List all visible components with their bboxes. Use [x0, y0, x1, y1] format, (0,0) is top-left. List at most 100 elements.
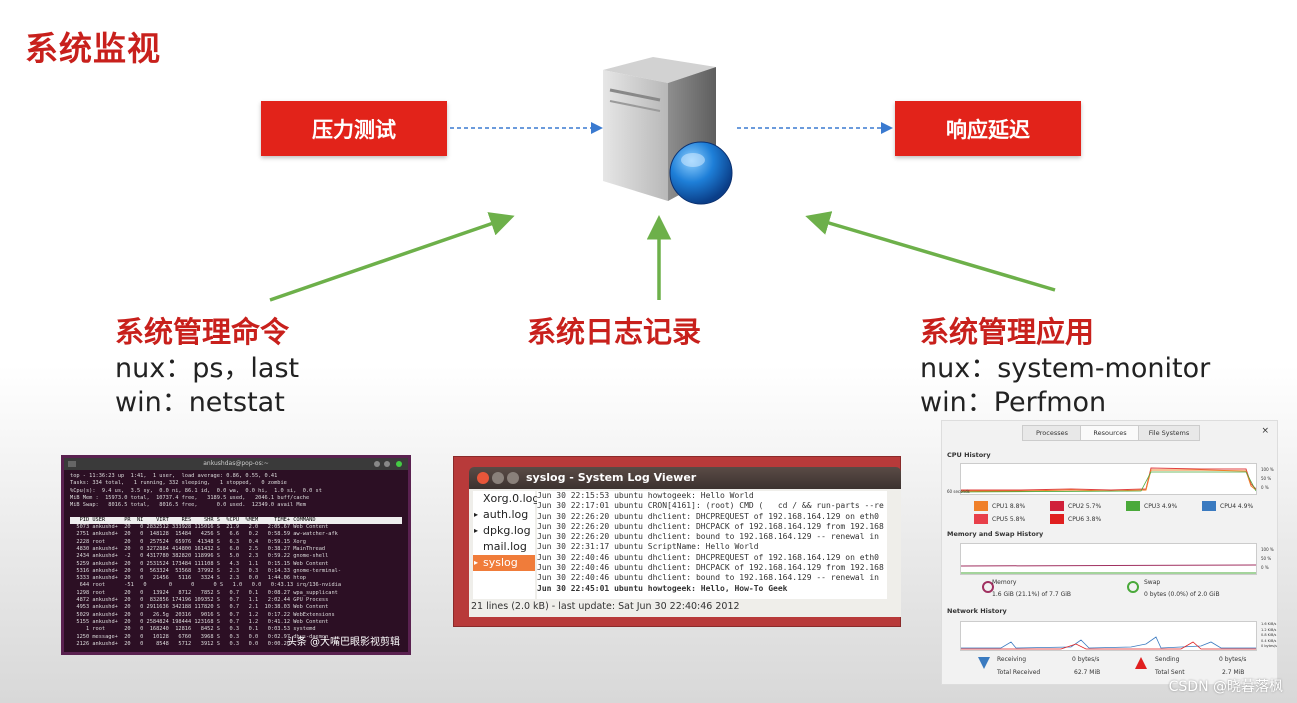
process-row: 2751 ankushd+ 20 0 148128 15484 4256 S 6… — [70, 531, 338, 538]
top-terminal-screenshot: ankushdas@pop-os:~ top - 11:36:23 up 1:4… — [61, 455, 411, 655]
process-row: 644 root -51 0 0 0 0 S 1.0 0.0 0:43.13 i… — [70, 582, 342, 589]
log-viewer-title: syslog - System Log Viewer — [526, 471, 697, 484]
cpu-history-title: CPU History — [947, 451, 991, 459]
log-line: Jun 30 22:40:46 ubuntu dhclient: DHCPACK… — [537, 563, 884, 573]
system-log-viewer-screenshot: syslog - System Log Viewer Xorg.0.log ▸ au… — [453, 456, 901, 627]
process-row: 4953 ankushd+ 20 0 2911636 342188 117820… — [70, 604, 329, 611]
close-icon[interactable]: × — [1261, 426, 1269, 436]
arrow-commands-to-server — [269, 212, 515, 302]
log-viewer-titlebar: syslog - System Log Viewer — [469, 467, 901, 489]
apps-win-line: win：Perfmon — [920, 387, 1107, 418]
close-icon[interactable] — [477, 472, 489, 484]
cpu-x-label: 60 seconds — [947, 489, 970, 494]
close-icon[interactable] — [396, 461, 402, 467]
minimize-icon[interactable] — [374, 461, 380, 467]
cpu-color-swatch[interactable] — [1126, 501, 1140, 511]
expand-arrow-icon[interactable]: ▸ — [474, 526, 479, 535]
commands-win-line: win：netstat — [115, 387, 285, 418]
process-row: 5029 ankushd+ 20 0 26.5g 20316 9016 S 0.… — [70, 611, 335, 618]
process-row: 4830 ankushd+ 20 0 3272884 414800 161432… — [70, 545, 326, 552]
log-line: Jun 30 22:45:01 ubuntu howtogeek: Hello,… — [537, 583, 788, 593]
commands-nux-line: nux：ps，last — [115, 353, 300, 384]
expand-arrow-icon[interactable]: ▸ — [474, 510, 479, 519]
cpu-history-graph — [960, 463, 1257, 495]
cpu-color-swatch[interactable] — [1050, 514, 1064, 524]
terminal-title: ankushdas@pop-os:~ — [203, 460, 269, 467]
log-line: Jun 30 22:40:46 ubuntu dhclient: DHCPREQ… — [537, 552, 879, 562]
memory-pie-icon — [982, 581, 994, 593]
log-line: Jun 30 22:40:46 ubuntu dhclient: bound t… — [537, 573, 879, 583]
process-row: 4872 ankushd+ 20 0 832856 174196 109352 … — [70, 597, 329, 604]
network-history-title: Network History — [947, 607, 1007, 615]
maximize-icon[interactable] — [384, 461, 390, 467]
total-sent-label: Total Sent — [1155, 669, 1185, 676]
log-line: Jun 30 22:31:17 ubuntu ScriptName: Hello… — [537, 542, 759, 552]
log-file-name: Xorg.0.log — [483, 492, 540, 505]
log-file-name: auth.log — [483, 508, 529, 521]
cpu-color-swatch[interactable] — [974, 514, 988, 524]
sending-label: Sending — [1155, 656, 1180, 663]
process-row: 1 root 20 0 168240 12816 8452 S 0.3 0.1 … — [70, 626, 316, 633]
total-received-value: 62.7 MiB — [1074, 669, 1101, 676]
cpu-legend-label: CPU5 5.8% — [992, 516, 1026, 523]
network-history-graph — [960, 621, 1257, 651]
log-line: Jun 30 22:26:20 ubuntu dhclient: bound t… — [537, 532, 879, 542]
logs-heading: 系统日志记录 — [527, 315, 702, 349]
total-sent-value: 2.7 MiB — [1222, 669, 1245, 676]
commands-heading: 系统管理命令 — [115, 315, 290, 349]
terminal-summary-line: MiB Swap: 8016.5 total, 8016.5 free, 0.0… — [70, 502, 306, 509]
receiving-label: Receiving — [997, 656, 1027, 663]
sending-rate: 0 bytes/s — [1219, 656, 1247, 663]
log-file-item[interactable]: ▸ syslog — [473, 555, 535, 571]
maximize-icon[interactable] — [507, 472, 519, 484]
terminal-summary-line: MiB Mem : 15973.0 total, 10737.4 free, 3… — [70, 494, 310, 501]
process-row: 1250 message+ 20 0 10128 6760 3968 S 0.3… — [70, 633, 329, 640]
process-row: 5333 ankushd+ 20 0 21456 5116 3324 S 2.3… — [70, 575, 306, 582]
cpu-axis-labels: 100 %50 %0 % — [1261, 467, 1274, 490]
log-file-item[interactable]: Xorg.0.log — [473, 491, 539, 507]
expand-arrow-icon[interactable]: ▸ — [474, 558, 479, 567]
slide-title: 系统监视 — [25, 29, 161, 68]
log-file-item[interactable]: mail.log — [473, 539, 535, 555]
tab-file-systems[interactable]: File Systems — [1138, 425, 1200, 441]
total-received-label: Total Received — [997, 669, 1041, 676]
log-status-bar: 21 lines (2.0 kB) - last update: Sat Jun… — [471, 601, 740, 612]
cpu-color-swatch[interactable] — [1050, 501, 1064, 511]
apps-nux-line: nux：system-monitor — [920, 353, 1211, 384]
memory-history-title: Memory and Swap History — [947, 530, 1044, 538]
terminal-summary-line — [70, 509, 402, 516]
log-line: Jun 30 22:15:53 ubuntu howtogeek: Hello … — [537, 491, 754, 500]
cpu-color-swatch[interactable] — [974, 501, 988, 511]
cpu-legend-label: CPU2 5.7% — [1068, 503, 1102, 510]
connector-arrows — [269, 122, 1056, 302]
log-file-item[interactable]: ▸dpkg.log — [473, 523, 535, 539]
process-row: 2434 ankushd+ -2 0 4317780 382820 118996… — [70, 553, 329, 560]
cpu-legend-label: CPU1 8.8% — [992, 503, 1026, 510]
terminal-summary-line: top - 11:36:23 up 1:41, 1 user, load ave… — [70, 473, 278, 479]
log-line: Jun 30 22:26:20 ubuntu dhclient: DHCPACK… — [537, 521, 884, 531]
tab-resources[interactable]: Resources — [1080, 425, 1140, 441]
tab-processes[interactable]: Processes — [1022, 425, 1082, 441]
system-monitor-screenshot: Processes Resources File Systems × CPU H… — [941, 420, 1278, 685]
apps-heading: 系统管理应用 — [920, 315, 1095, 349]
cpu-legend-label: CPU6 3.8% — [1068, 516, 1102, 523]
log-file-item[interactable]: ▸ auth.log — [473, 507, 535, 523]
cpu-color-swatch[interactable] — [1202, 501, 1216, 511]
process-row: 5073 ankushd+ 20 0 2832512 333928 115016… — [70, 524, 329, 531]
arrow-apps-to-server — [805, 211, 1056, 292]
server-icon — [603, 57, 733, 205]
terminal-menu-icon[interactable] — [68, 461, 76, 467]
swap-pie-icon — [1127, 581, 1139, 593]
log-file-name: mail.log — [483, 540, 527, 553]
minimize-icon[interactable] — [492, 472, 504, 484]
log-file-name: syslog — [483, 556, 518, 569]
process-row: 5316 ankushd+ 20 0 563324 53568 37992 S … — [70, 567, 342, 574]
swap-label: Swap — [1144, 579, 1161, 586]
swap-value: 0 bytes (0.0%) of 2.0 GiB — [1144, 591, 1220, 598]
memory-value: 1.6 GiB (21.1%) of 7.7 GiB — [992, 591, 1072, 598]
terminal-titlebar: ankushdas@pop-os:~ — [64, 458, 408, 470]
response-delay-box: 响应延迟 — [895, 101, 1081, 156]
terminal-output: top - 11:36:23 up 1:41, 1 user, load ave… — [64, 470, 408, 651]
